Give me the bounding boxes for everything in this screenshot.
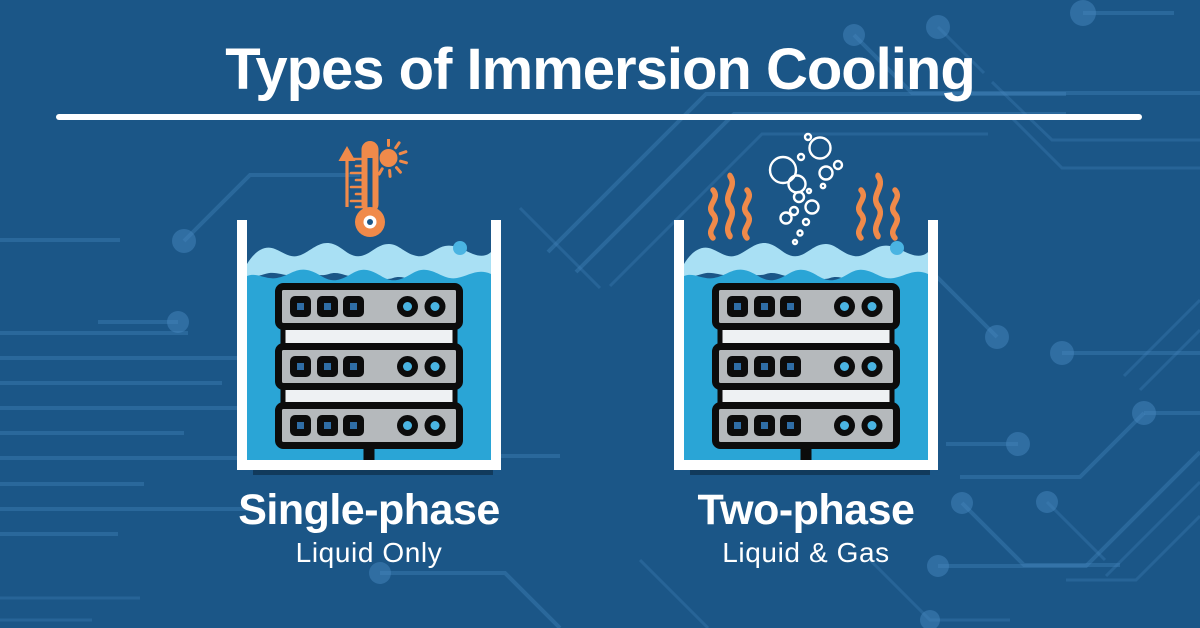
panel-single-phase: Single-phase Liquid Only: [189, 489, 549, 567]
header: Types of Immersion Cooling: [0, 37, 1200, 102]
immersion-tank-single-phase: [237, 218, 501, 476]
two-phase-subheading: Liquid & Gas: [722, 537, 890, 568]
page-title: Types of Immersion Cooling: [225, 37, 976, 102]
thermometer-sun-icon: [338, 139, 408, 237]
panel-two-phase: Two-phase Liquid & Gas: [626, 489, 986, 567]
title-underline: [56, 114, 1142, 120]
single-phase-subheading: Liquid Only: [295, 537, 443, 568]
single-phase-heading: Single-phase: [238, 486, 500, 534]
bubbles-icon: [768, 132, 844, 246]
two-phase-heading: Two-phase: [697, 486, 915, 534]
bubbles-and-steam-icon: [692, 132, 912, 246]
immersion-tank-two-phase: [674, 218, 938, 476]
